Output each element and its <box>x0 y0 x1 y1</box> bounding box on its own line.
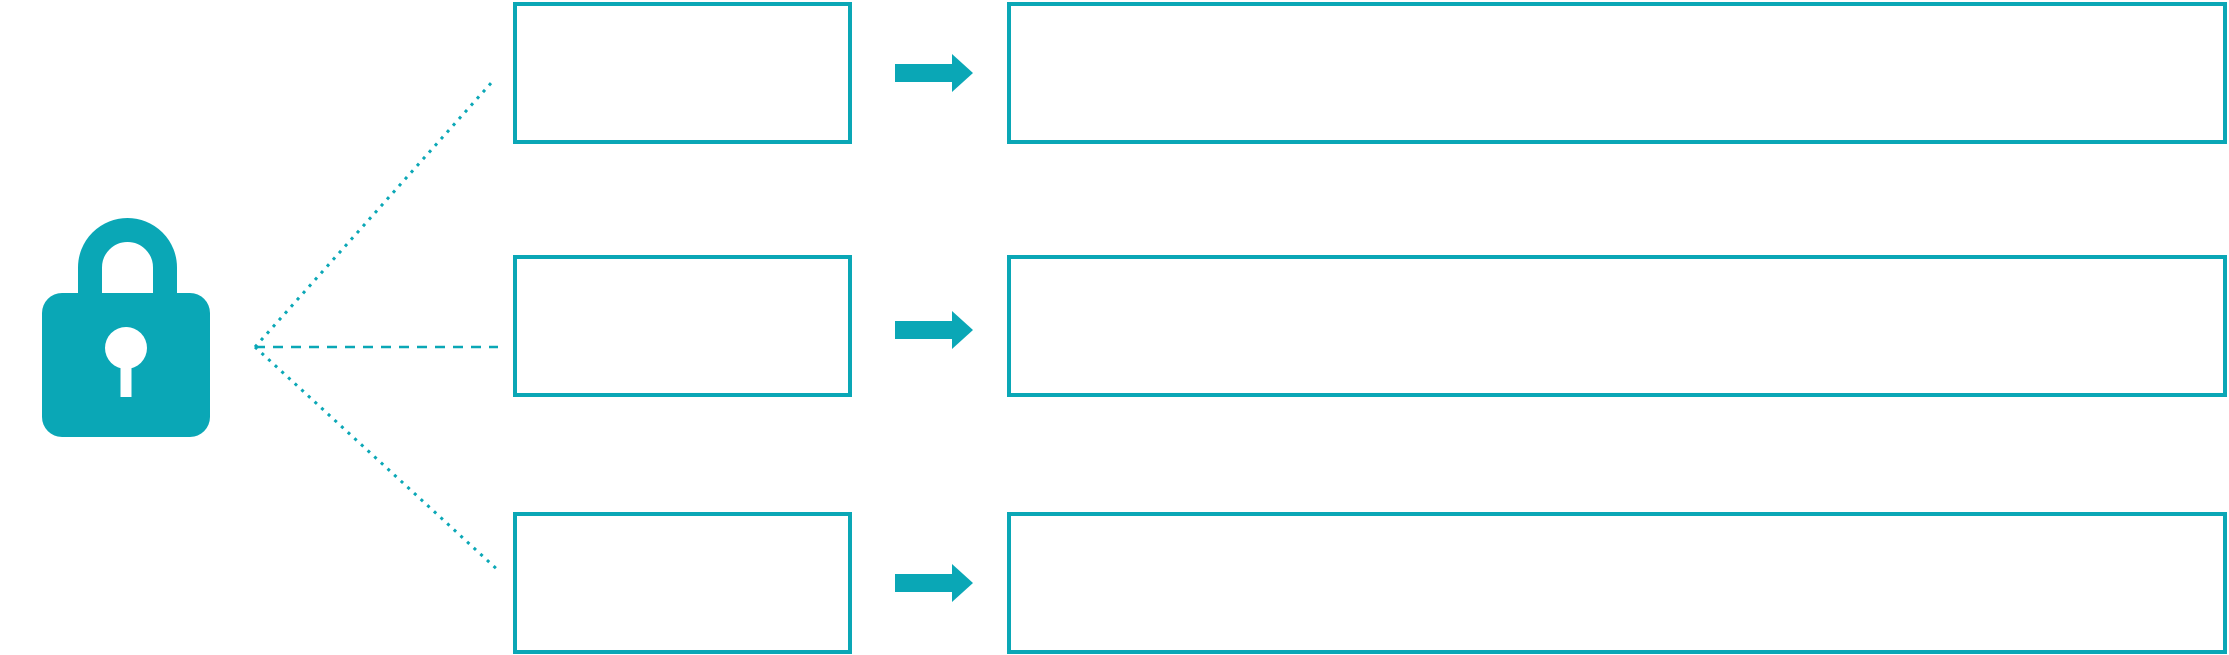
right-arrow-icon <box>895 311 973 349</box>
lock-icon <box>42 218 210 438</box>
right-arrow-icon <box>895 54 973 92</box>
right-arrow-icon <box>895 564 973 602</box>
target-box-2 <box>1007 255 2227 397</box>
connector-top <box>253 81 494 348</box>
connector-lines <box>250 70 510 580</box>
source-box-2 <box>513 255 852 397</box>
source-box-1 <box>513 2 852 144</box>
source-box-3 <box>513 512 852 654</box>
target-box-3 <box>1007 512 2227 654</box>
connector-bottom <box>253 345 502 574</box>
target-box-1 <box>1007 2 2227 144</box>
